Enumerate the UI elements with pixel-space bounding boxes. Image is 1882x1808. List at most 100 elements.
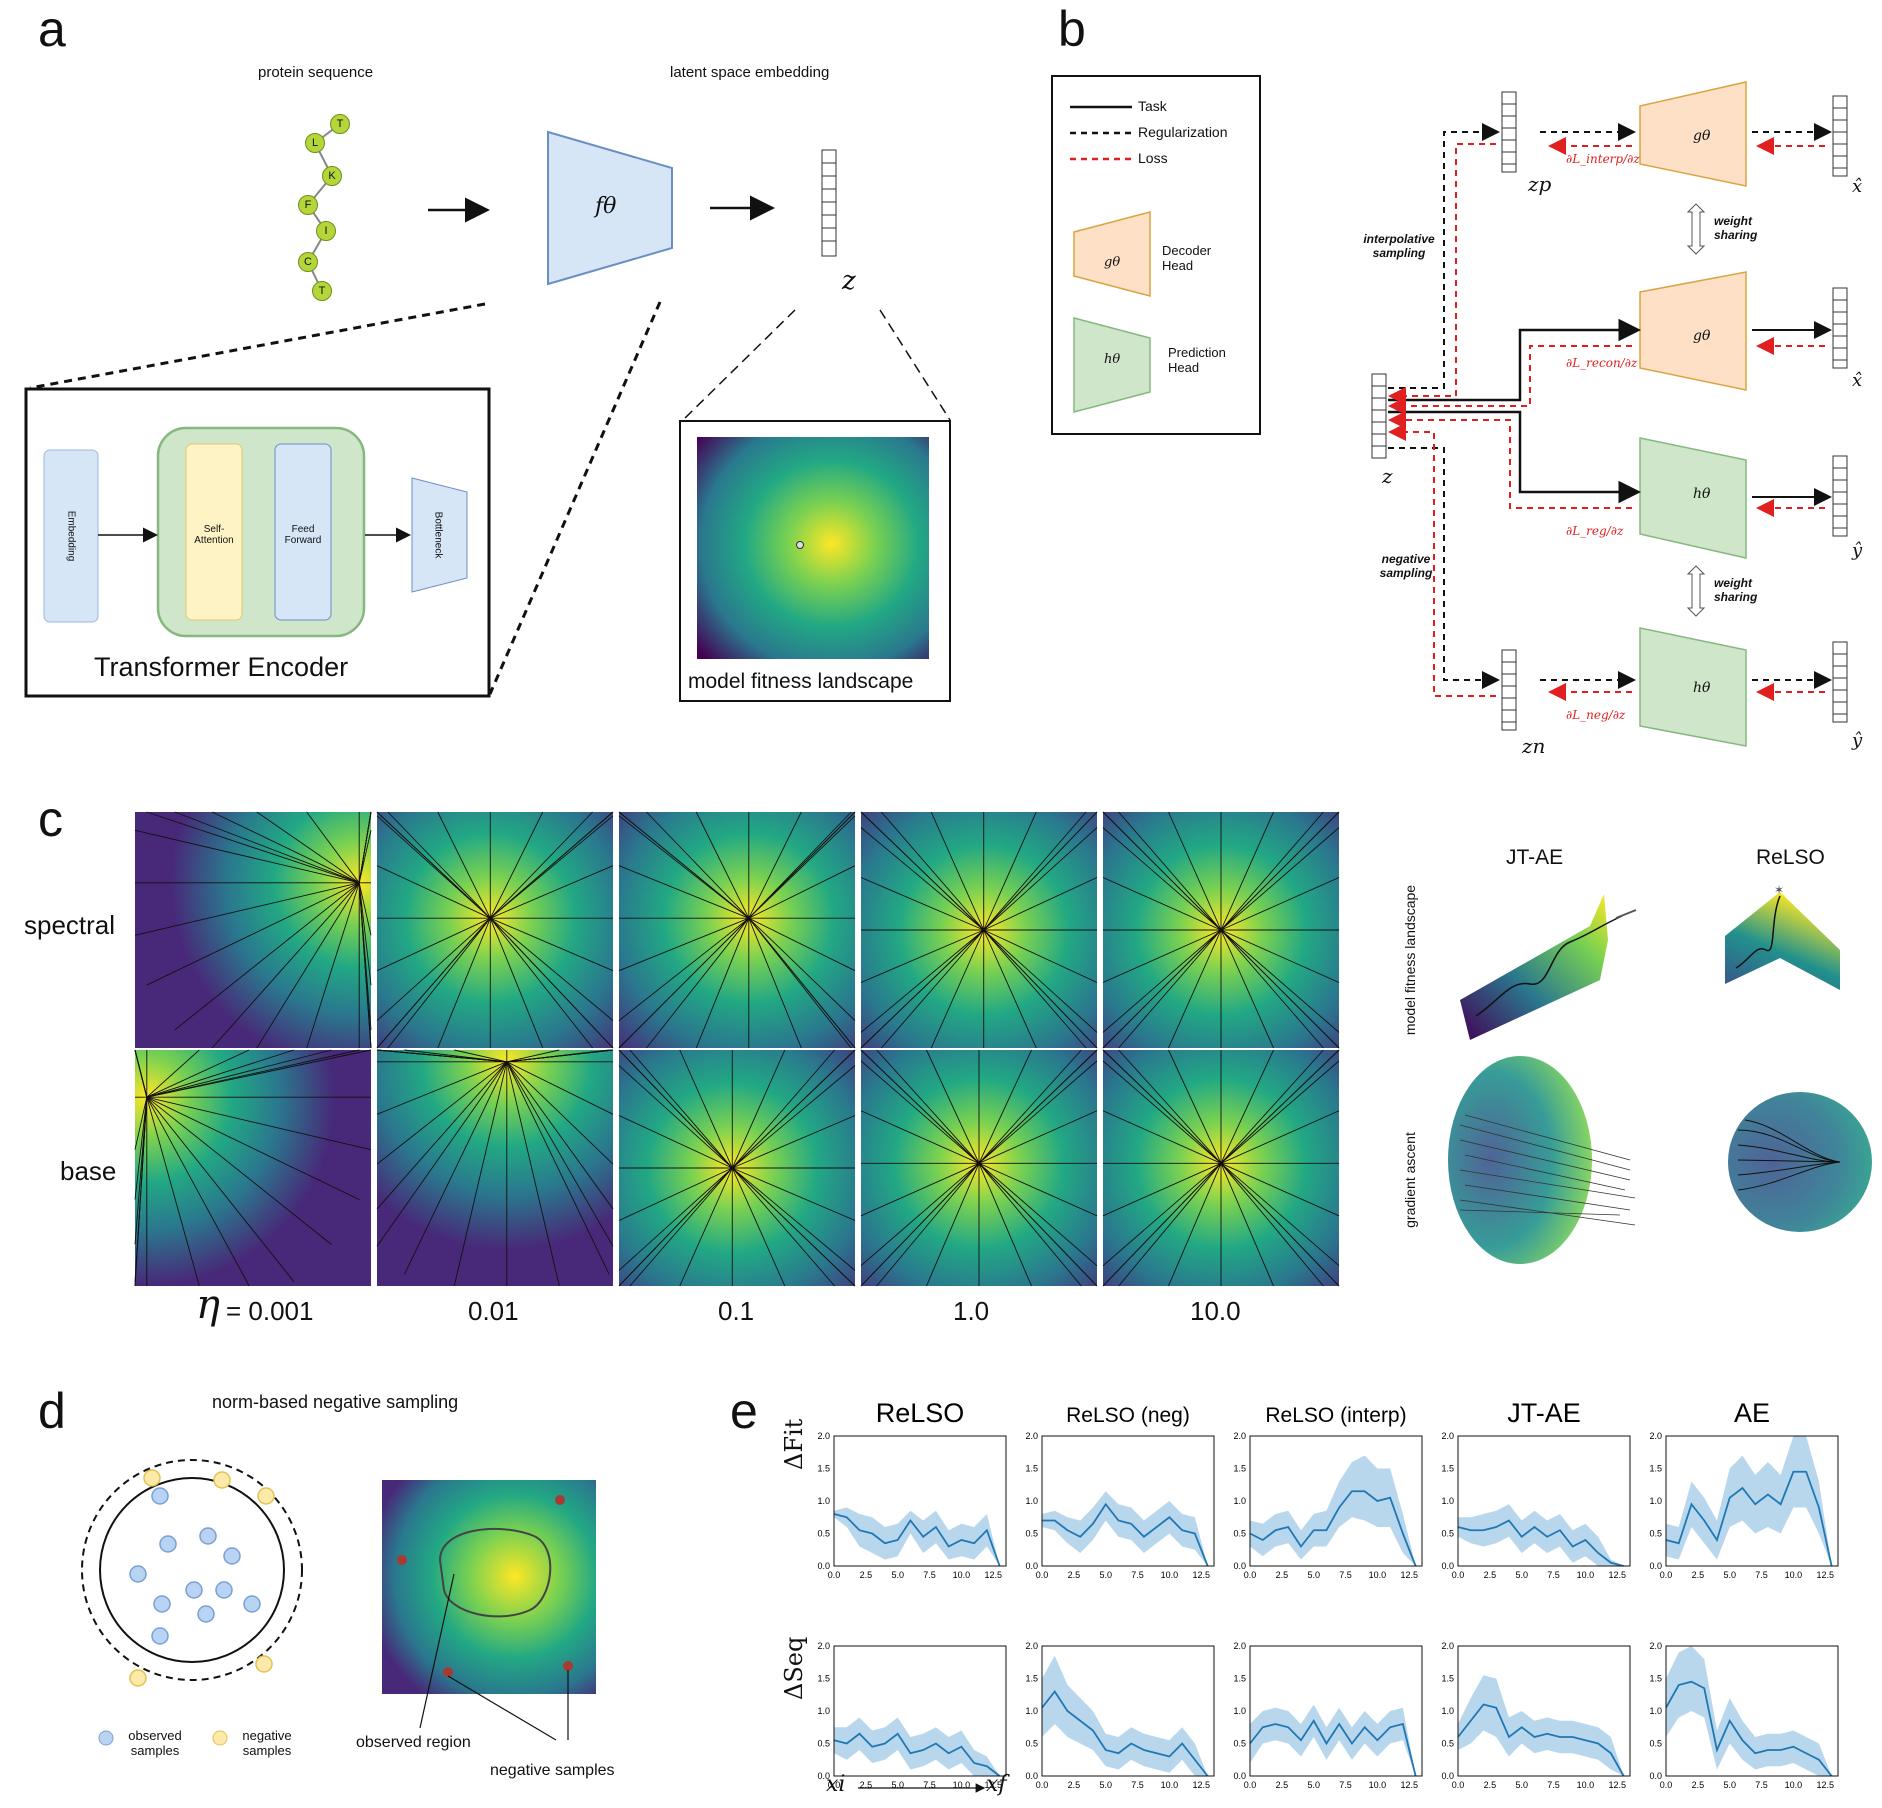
reg-arrow-interp — [1388, 123, 1500, 389]
residue-node: K — [322, 166, 342, 186]
x-tick-label: 0.0 — [1660, 1570, 1673, 1580]
x-tick-label: 12.5 — [1192, 1780, 1210, 1790]
y-tick-label: 0.5 — [1441, 1739, 1454, 1749]
y-tick-label: 0.0 — [1649, 1771, 1662, 1781]
x-tick-label: 10.0 — [1785, 1570, 1803, 1580]
relso-surface — [1725, 892, 1840, 990]
chart-title: JT-AE — [1507, 1398, 1581, 1428]
mean-line — [1041, 1689, 1209, 1777]
flow-field-panel — [135, 1050, 371, 1286]
loss-arrows — [1388, 137, 1825, 701]
mean-line — [1249, 1719, 1417, 1777]
panel-d-landscape — [382, 1480, 596, 1694]
x-tick-label: 12.5 — [984, 1570, 1002, 1580]
x-tick-label: 10.0 — [953, 1780, 971, 1790]
x-tick-label: 0.0 — [1660, 1780, 1673, 1790]
y-tick-label: 0.5 — [1441, 1529, 1454, 1539]
jtae-surface — [1460, 894, 1608, 1040]
bottleneck-block — [411, 477, 468, 593]
jtae-escape-arrow — [1615, 909, 1637, 919]
y-tick-label: 0.0 — [1441, 1771, 1454, 1781]
grad-interp: ∂L_interp/∂z — [1566, 152, 1640, 166]
x-tick-label: 0.0 — [828, 1780, 841, 1790]
eta-value: 1.0 — [953, 1296, 990, 1326]
z-label: z — [842, 266, 856, 296]
x-start-label: xi — [826, 1772, 846, 1797]
legend-prediction-head: Prediction Head — [1168, 345, 1226, 375]
y-tick-label: 0.5 — [1025, 1739, 1038, 1749]
weight-sharing-arrow — [1686, 565, 1706, 617]
y-tick-label: 0.5 — [1649, 1739, 1662, 1749]
row-label-base: base — [60, 1156, 117, 1186]
legend-regularization: Regularization — [1138, 124, 1228, 140]
x-tick-label: 0.0 — [1036, 1570, 1049, 1580]
relso-cloud — [1728, 1092, 1872, 1232]
chart-title: ReLSO (interp) — [1265, 1404, 1406, 1427]
landscape-caption: model fitness landscape — [688, 670, 914, 693]
legend-observed-dot — [98, 1730, 114, 1746]
confidence-band — [834, 1507, 1000, 1566]
yhat-label: ŷ — [1852, 730, 1863, 751]
y-tick-label: 0.0 — [1649, 1561, 1662, 1571]
x-tick-label: 10.0 — [953, 1570, 971, 1580]
y-tick-label: 0.0 — [817, 1561, 830, 1571]
residue-node: T — [330, 114, 350, 134]
x-tick-label: 12.5 — [1816, 1570, 1834, 1580]
x-tick-label: 2.5 — [1276, 1570, 1289, 1580]
chart-frame — [1457, 1435, 1631, 1567]
y-tick-label: 1.5 — [1025, 1464, 1038, 1474]
x-tick-label: 0.0 — [1452, 1780, 1465, 1790]
y-tick-label: 2.0 — [1649, 1641, 1662, 1651]
streamlines — [376, 1049, 614, 1287]
xhat-label: x̂ — [1852, 176, 1863, 197]
negative-sample-markers — [397, 1495, 573, 1677]
y-tick-label: 0.0 — [1025, 1771, 1038, 1781]
x-tick-label: 5.0 — [891, 1780, 904, 1790]
y-tick-label: 0.5 — [1025, 1529, 1038, 1539]
x-tick-label: 5.0 — [1307, 1780, 1320, 1790]
mean-line — [833, 1513, 1001, 1567]
x-tick-label: 7.5 — [1131, 1780, 1144, 1790]
row-label-spectral: spectral — [24, 910, 116, 940]
panel-a-diagram — [24, 123, 951, 702]
decoder-head-interp — [1639, 81, 1747, 187]
x-tick-label: 5.0 — [1099, 1570, 1112, 1580]
x-tick-label: 5.0 — [891, 1570, 904, 1580]
weight-sharing-arrow — [1686, 203, 1706, 255]
legend-observed-samples: observed samples — [128, 1728, 182, 1758]
mean-line — [1457, 1519, 1624, 1567]
residue-node: T — [312, 281, 332, 301]
streamlines — [1102, 1049, 1340, 1287]
grad-reg: ∂L_reg/∂z — [1566, 524, 1624, 538]
eta-symbol: η — [196, 1282, 220, 1328]
transformer-title: Transformer Encoder — [94, 652, 349, 682]
weight-sharing-label: weight sharing — [1714, 214, 1758, 242]
x-tick-label: 10.0 — [1785, 1780, 1803, 1790]
x-tick-label: 2.5 — [1692, 1780, 1705, 1790]
chart-title: AE — [1734, 1398, 1770, 1428]
confidence-band — [1666, 1646, 1832, 1776]
x-tick-label: 2.5 — [1068, 1780, 1081, 1790]
y-tick-label: 2.0 — [1233, 1641, 1246, 1651]
y-tick-label: 1.0 — [1025, 1496, 1038, 1506]
decoder-head-recon — [1639, 271, 1747, 391]
weight-sharing-label: weight sharing — [1714, 576, 1758, 604]
x-tick-label: 5.0 — [1723, 1570, 1736, 1580]
confidence-band — [1458, 1504, 1624, 1566]
x-tick-label: 7.5 — [923, 1570, 936, 1580]
residue-node: I — [316, 221, 336, 241]
y-tick-label: 0.5 — [1233, 1739, 1246, 1749]
relso-trajectory — [1735, 895, 1781, 969]
legend-negative-dot — [212, 1730, 228, 1746]
yhat-label: ŷ — [1852, 540, 1863, 561]
protein-sequence-label: protein sequence — [258, 64, 374, 81]
model-title-jtae: JT-AE — [1506, 846, 1564, 869]
chart-frame — [1041, 1645, 1215, 1777]
x-tick-label: 2.5 — [1276, 1780, 1289, 1790]
jtae-ascent-paths — [1459, 1114, 1636, 1226]
y-tick-label: 0.5 — [1233, 1529, 1246, 1539]
